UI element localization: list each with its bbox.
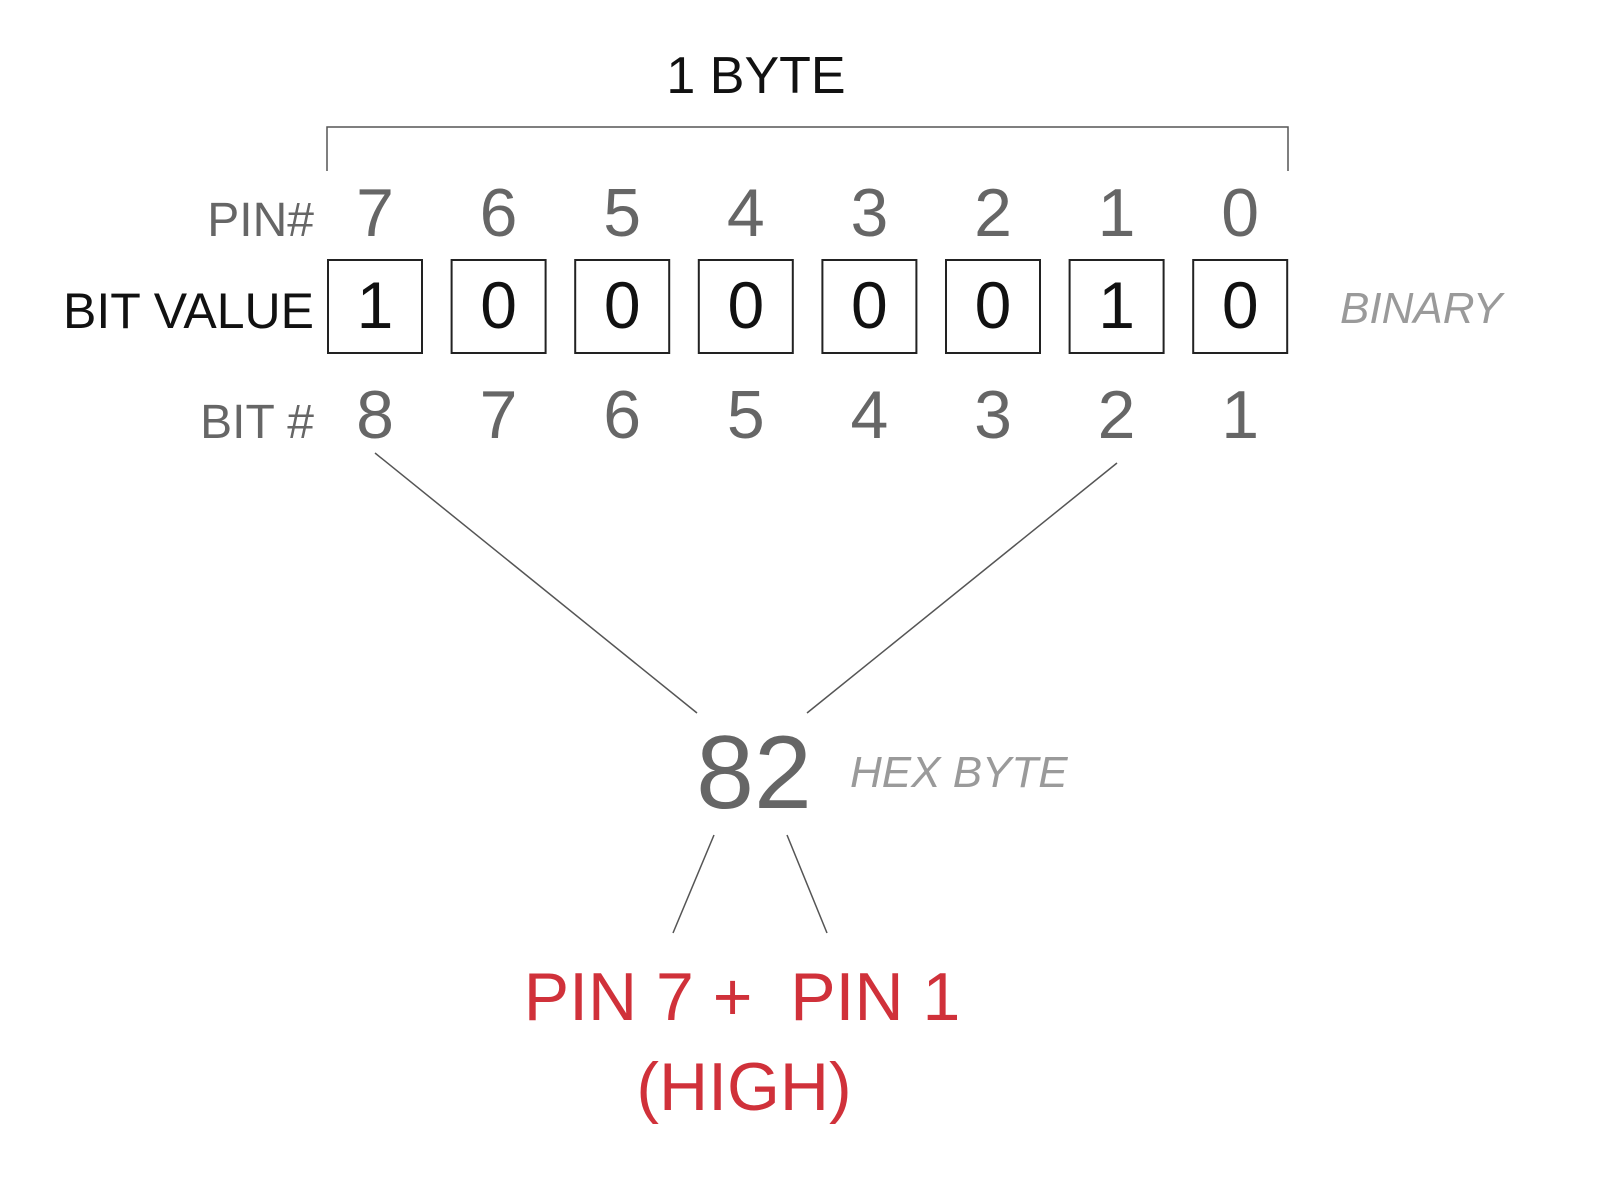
bit-box bbox=[1192, 259, 1289, 354]
bit-value: 0 bbox=[480, 268, 517, 342]
pin-label: PIN# bbox=[207, 194, 314, 247]
hex-byte-label: HEX BYTE bbox=[850, 748, 1068, 797]
bit-value: 0 bbox=[1222, 268, 1259, 342]
bit-number: 6 bbox=[603, 377, 641, 453]
binary-label: BINARY bbox=[1340, 284, 1505, 333]
bit-value: 0 bbox=[727, 268, 764, 342]
pin-number: 7 bbox=[356, 175, 394, 251]
bit-number: 2 bbox=[1098, 377, 1136, 453]
result-line-1: PIN 7 + PIN 1 bbox=[524, 959, 961, 1035]
pin-number: 6 bbox=[480, 175, 518, 251]
pin-number: 5 bbox=[603, 175, 641, 251]
bit-number: 7 bbox=[480, 377, 518, 453]
bit-value: 0 bbox=[851, 268, 888, 342]
bit-number: 8 bbox=[356, 377, 394, 453]
bit-value: 0 bbox=[975, 268, 1012, 342]
bit-number: 4 bbox=[850, 377, 888, 453]
bit-box bbox=[450, 259, 547, 354]
hex-value: 82 bbox=[696, 715, 812, 831]
bit-value: 1 bbox=[1098, 268, 1135, 342]
bit-box bbox=[574, 259, 671, 354]
bit-value: 1 bbox=[357, 268, 394, 342]
bit-value: 0 bbox=[604, 268, 641, 342]
bit-number: 3 bbox=[974, 377, 1012, 453]
bit-number: 5 bbox=[727, 377, 765, 453]
pin-number: 2 bbox=[974, 175, 1012, 251]
connector-line bbox=[374, 452, 698, 714]
bit-box bbox=[1068, 259, 1165, 354]
pin-number: 3 bbox=[850, 175, 888, 251]
bit-box bbox=[945, 259, 1041, 354]
pin-number: 1 bbox=[1098, 175, 1136, 251]
bit-box bbox=[327, 259, 423, 354]
connector-line bbox=[806, 462, 1118, 714]
bit-value-label: BIT VALUE bbox=[63, 283, 314, 339]
bit-box bbox=[821, 259, 918, 354]
bit-number: 1 bbox=[1221, 377, 1259, 453]
byte-title: 1 BYTE bbox=[666, 47, 845, 105]
pin-number: 0 bbox=[1221, 175, 1259, 251]
connector-line bbox=[786, 834, 828, 934]
bit-box bbox=[697, 259, 794, 354]
pin-number: 4 bbox=[727, 175, 765, 251]
bit-number-label: BIT # bbox=[200, 396, 314, 449]
result-line-2: (HIGH) bbox=[636, 1049, 851, 1125]
byte-bracket bbox=[326, 126, 1289, 171]
connector-line bbox=[672, 834, 715, 934]
